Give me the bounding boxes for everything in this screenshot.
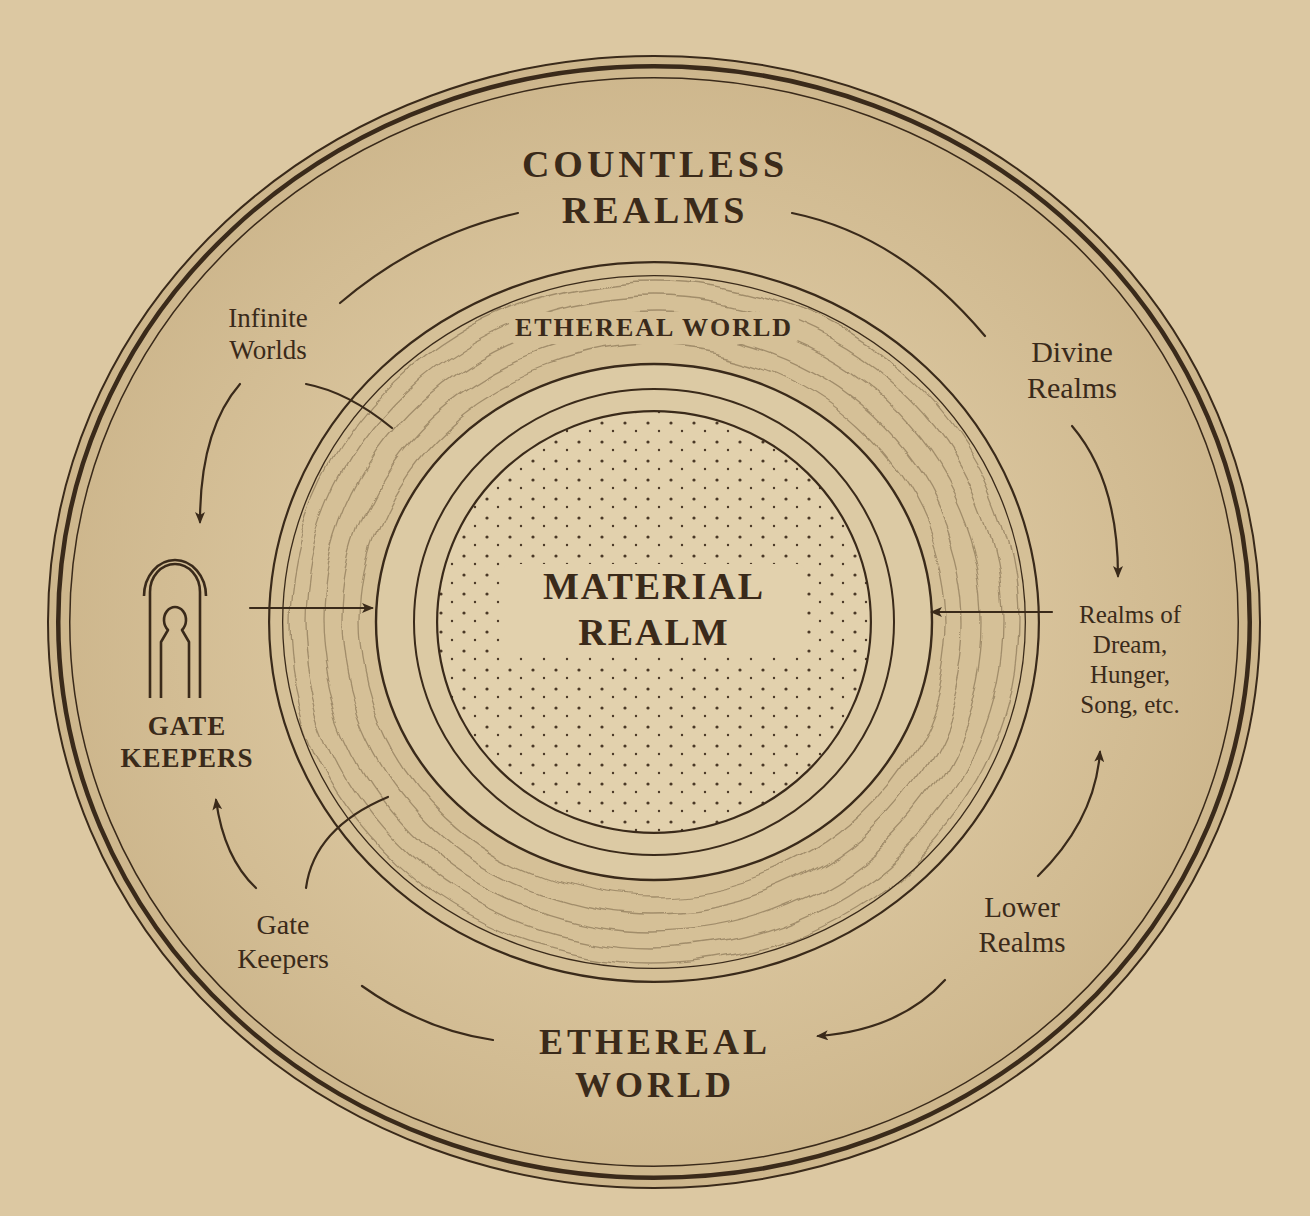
- arc-arrow: [216, 800, 256, 888]
- material-circle: MATERIAL REALM: [436, 410, 872, 834]
- outer-band-fill: [48, 56, 1260, 1188]
- ethereal-band-fill: [269, 262, 1039, 982]
- ring-line: [48, 56, 1260, 1188]
- ring-line: [283, 276, 1026, 969]
- arc-line: [362, 986, 493, 1040]
- arc-arrow: [818, 980, 945, 1036]
- gate-cap: [144, 560, 206, 596]
- straight-arrow: [932, 611, 1052, 613]
- arc-arrow: [1038, 752, 1100, 876]
- wave-line: [289, 281, 1019, 963]
- arc-arrow: [200, 384, 240, 522]
- arc-line: [306, 384, 392, 428]
- material-heading: MATERIAL REALM: [503, 564, 805, 655]
- arc-arrow: [1072, 426, 1118, 576]
- wave-line: [305, 296, 1003, 948]
- realm-heading: COUNTLESS REALMS: [475, 142, 835, 233]
- ethereal-waves: [289, 281, 1019, 963]
- gate-label: GATE KEEPERS: [97, 710, 277, 775]
- wave-line: [360, 348, 948, 896]
- ring-line: [437, 411, 871, 833]
- ethereal-band: ETHEREAL WORLD MATERIAL REALM: [268, 261, 1040, 983]
- gate-arch: [150, 564, 200, 698]
- gate-icon: [144, 560, 206, 698]
- gate-keyhole: [161, 607, 189, 698]
- ring-line: [58, 66, 1250, 1178]
- ring-line: [70, 78, 1239, 1167]
- realm-label: Lower Realms: [947, 890, 1097, 960]
- arc-line: [340, 213, 518, 303]
- realm-label: Infinite Worlds: [193, 302, 343, 367]
- material-ring: [414, 389, 894, 855]
- gate-label: Gate Keepers: [218, 908, 348, 975]
- ring-line: [269, 262, 1039, 982]
- flow-arrows: [200, 213, 1118, 1040]
- band-inner-edge: [376, 364, 932, 880]
- wave-line: [323, 313, 985, 931]
- arc-line: [792, 213, 985, 336]
- material-fill: [437, 411, 871, 833]
- band-heading: ETHEREAL WORLD: [509, 312, 799, 343]
- countless-realms-ring: COUNTLESS REALMS Infinite Worlds Divine Re…: [47, 55, 1261, 1189]
- realm-label: Realms of Dream, Hunger, Song, etc.: [1061, 600, 1199, 720]
- realm-heading: ETHEREAL WORLD: [485, 1021, 825, 1107]
- wave-line: [342, 331, 966, 913]
- arc-line: [306, 797, 388, 888]
- realm-label: Divine Realms: [992, 334, 1152, 406]
